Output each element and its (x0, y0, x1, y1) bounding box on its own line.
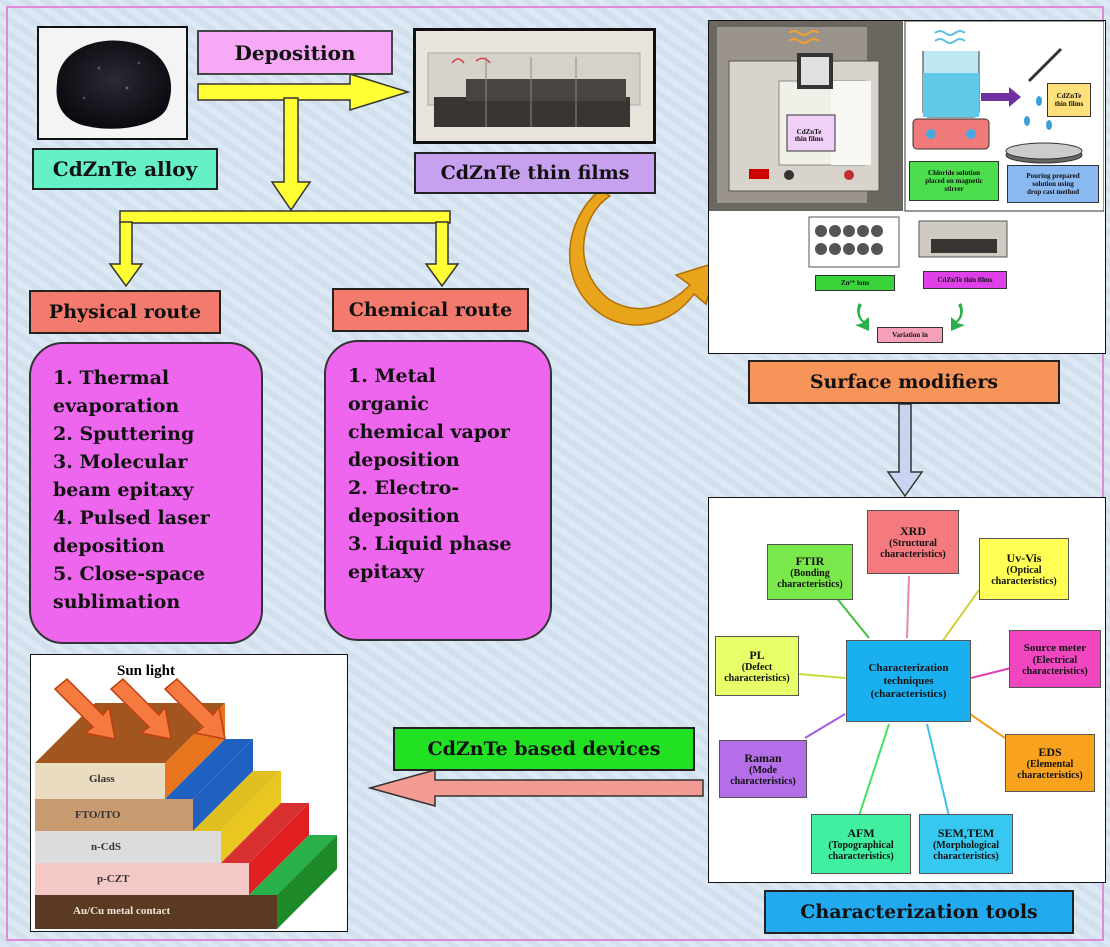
char-center-node: Characterization techniques (characteris… (846, 640, 971, 722)
devices-label: CdZnTe based devices (393, 727, 695, 771)
film-tag-3: CdZnTe thin films (923, 271, 1007, 289)
physical-item: 4. Pulsed laser (53, 507, 210, 529)
chemical-item: chemical vapor (348, 421, 510, 443)
curved-arrow-surface (568, 189, 720, 326)
physical-item: sublimation (53, 591, 181, 613)
chemical-item: 1. Metal (348, 365, 436, 387)
eds-node: EDS (Elemental characteristics) (1005, 734, 1095, 792)
physical-item: 3. Molecular (53, 451, 188, 473)
chemical-item: 2. Electro- (348, 477, 460, 499)
chloride-note: Chloride solution placed on magnetic sti… (909, 161, 999, 201)
layer-n-cds: n-CdS (91, 841, 121, 853)
characterization-panel: Characterization techniques (characteris… (708, 497, 1106, 883)
solar-cell-drawing (35, 677, 337, 929)
branch-bar (119, 210, 451, 224)
ftir-node: FTIR (Bonding characteristics) (767, 544, 853, 600)
xrd-node: XRD (Structural characteristics) (867, 510, 959, 574)
chemical-route-list: 1. Metal organic chemical vapor depositi… (324, 340, 552, 641)
deposition-label: Deposition (197, 30, 393, 75)
alloy-label: CdZnTe alloy (32, 148, 218, 190)
sem-tem-node: SEM,TEM (Morphological characteristics) (919, 814, 1013, 874)
film-tag-2: CdZnTe thin films (1047, 83, 1091, 117)
physical-item: deposition (53, 535, 165, 557)
raman-node: Raman (Mode characteristics) (719, 740, 807, 798)
layer-au-cu: Au/Cu metal contact (73, 905, 171, 917)
solar-cell-panel: Sun light Glass FTO/ITO n-CdS p-CZT Au/C… (30, 654, 348, 932)
pl-node: PL (Defect characteristics) (715, 636, 799, 696)
chemical-item: epitaxy (348, 561, 425, 583)
char-connectors (798, 575, 1012, 817)
chemical-item: organic (348, 393, 429, 415)
arrow-to-physical (108, 221, 144, 288)
physical-route-label: Physical route (29, 290, 221, 334)
physical-item: 5. Close-space (53, 563, 206, 585)
source-meter-node: Source meter (Electrical characteristics… (1009, 630, 1101, 688)
chemical-item: deposition (348, 505, 460, 527)
physical-item: 1. Thermal (53, 367, 170, 389)
arrow-to-chemical (424, 221, 460, 288)
arrow-down-deposition (270, 97, 312, 212)
chemical-item: 3. Liquid phase (348, 533, 512, 555)
pouring-note: Pouring prepared solution using drop cas… (1007, 165, 1099, 203)
layer-glass: Glass (89, 773, 115, 785)
variation-tag: Variation in (877, 327, 943, 343)
sunlight-label: Sun light (117, 663, 175, 679)
chemical-item: deposition (348, 449, 460, 471)
physical-item: evaporation (53, 395, 180, 417)
arrow-to-thin-films (197, 72, 411, 112)
alloy-photo (37, 26, 188, 140)
thin-films-photo (413, 28, 656, 144)
zn-ions-tag: Zn²⁺ ions (815, 275, 895, 291)
diagram-frame (6, 6, 1104, 941)
physical-item: 2. Sputtering (53, 423, 195, 445)
layer-p-czt: p-CZT (97, 873, 130, 885)
chemical-route-label: Chemical route (332, 288, 529, 332)
characterization-tools-label: Characterization tools (764, 890, 1074, 934)
layer-fto-ito: FTO/ITO (75, 809, 121, 821)
film-tag-1b: thin films (794, 135, 824, 143)
thin-films-label: CdZnTe thin films (414, 152, 656, 194)
uv-vis-node: Uv-Vis (Optical characteristics) (979, 538, 1069, 600)
arrow-to-devices (367, 769, 704, 807)
film-tag-1: CdZnTe (796, 128, 822, 136)
arrow-down-surface (886, 403, 924, 498)
physical-item: beam epitaxy (53, 479, 194, 501)
surface-modifiers-panel: CdZnTe thin films CdZnTe thin films Chlo… (708, 20, 1106, 354)
physical-route-list: 1. Thermal evaporation 2. Sputtering 3. … (29, 342, 263, 644)
afm-node: AFM (Topographical characteristics) (811, 814, 911, 874)
surface-modifiers-label: Surface modifiers (748, 360, 1060, 404)
